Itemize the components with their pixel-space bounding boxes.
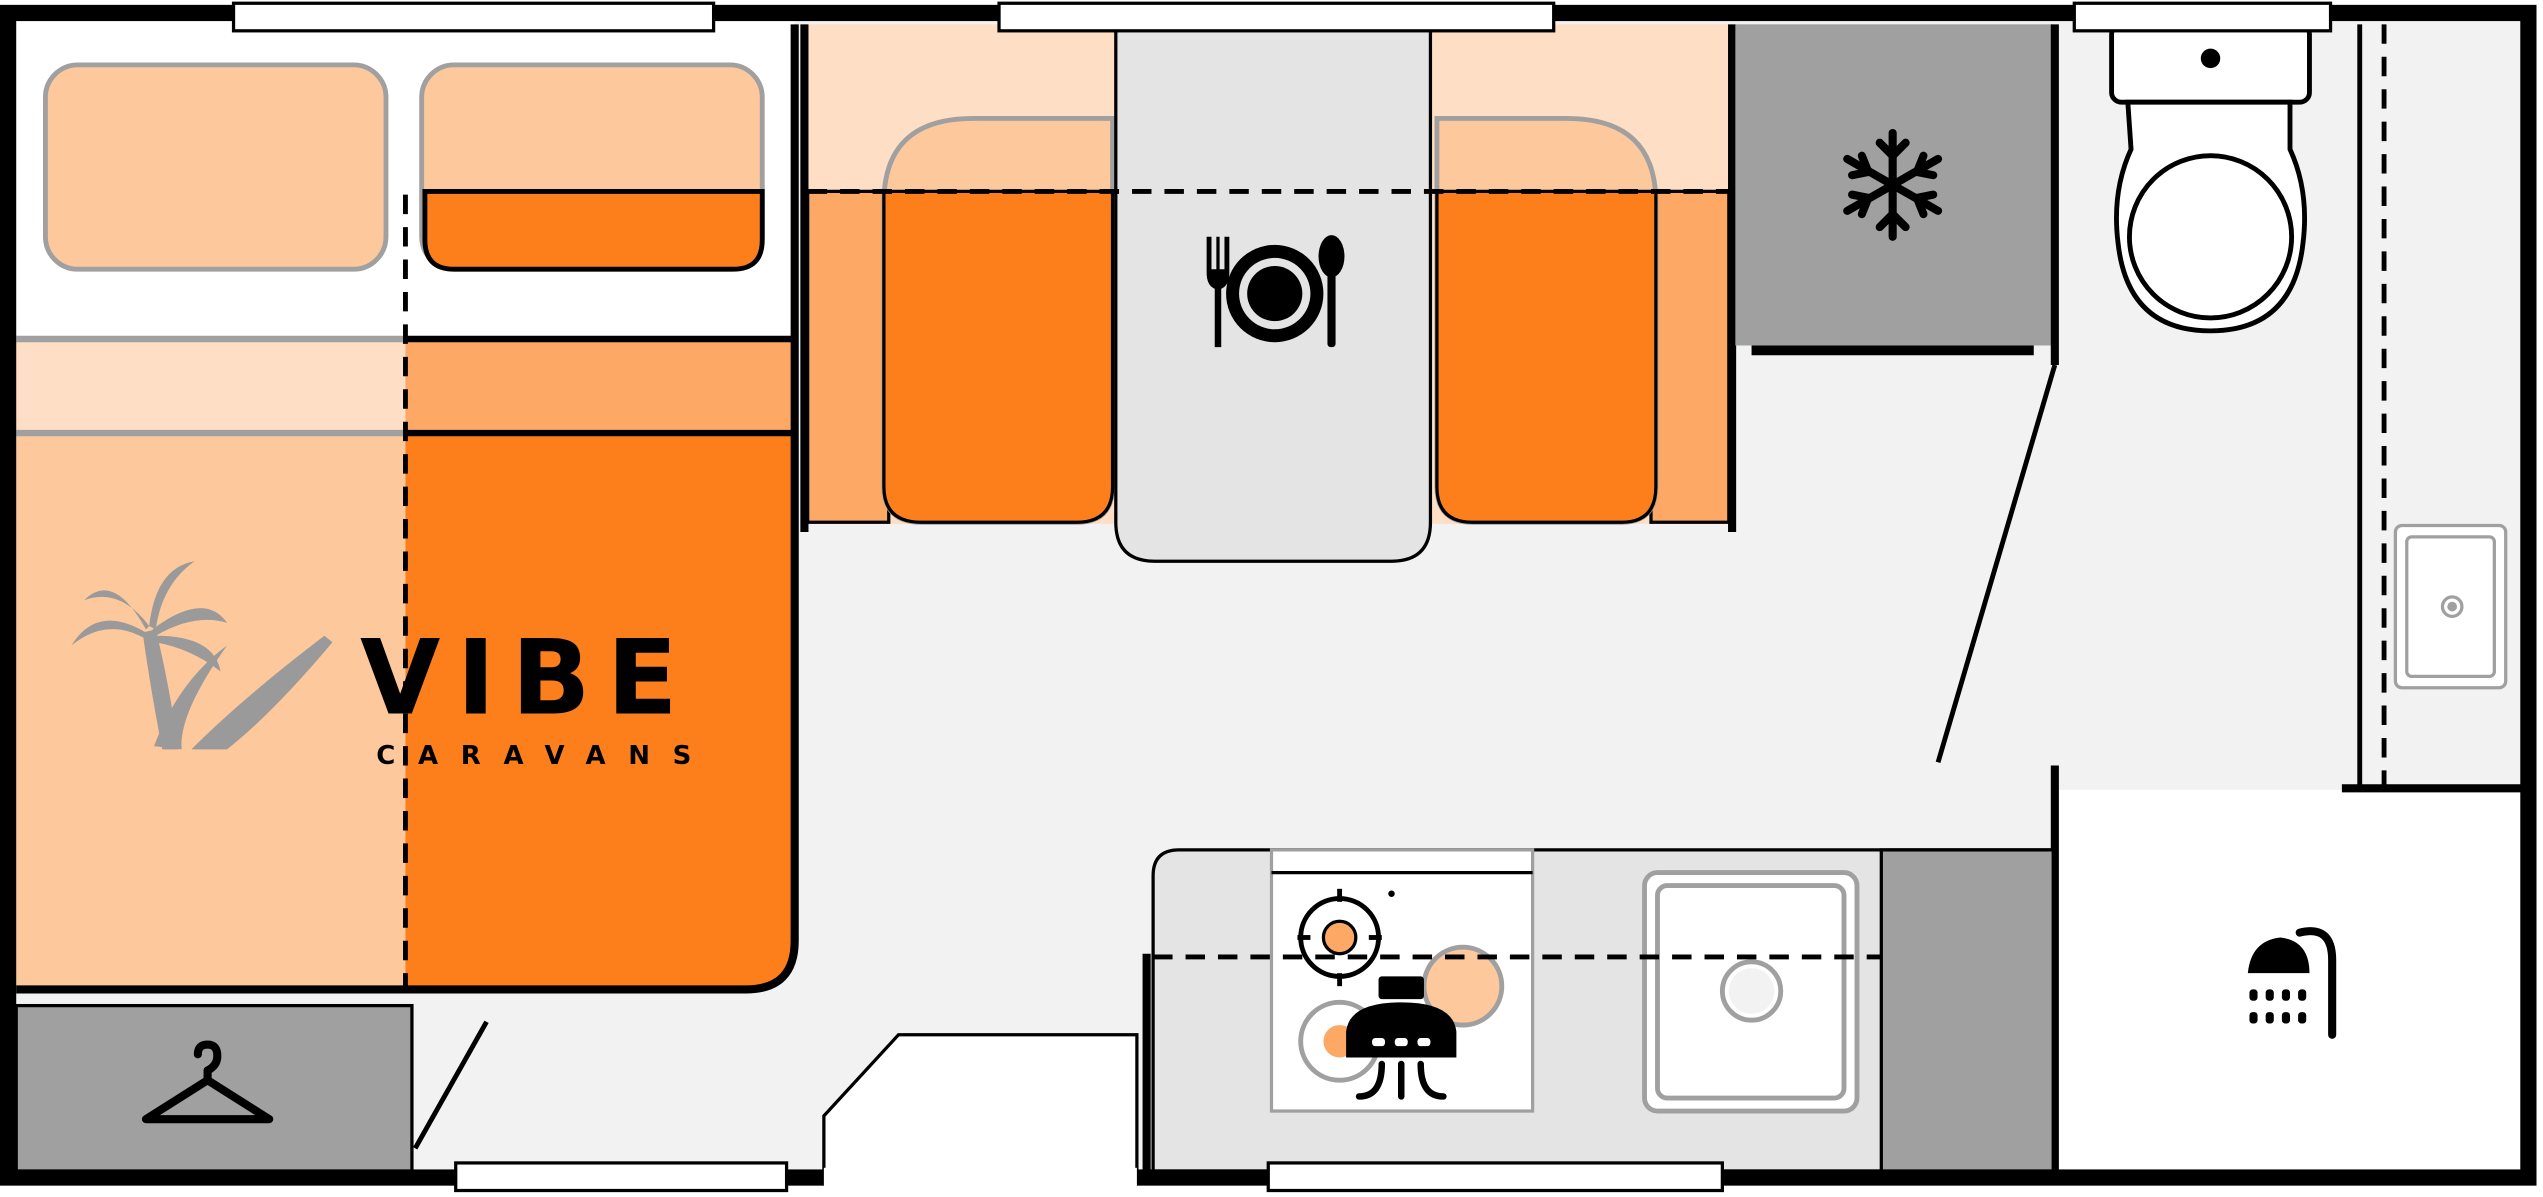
bed-top-band-left [16,338,406,434]
basin-drain [2440,595,2464,618]
kitchen [1142,848,2055,1173]
fridge[interactable] [1735,24,2054,356]
window-top-2 [997,1,1556,33]
window-top-3 [2072,1,2333,33]
dinette-seat-right-back [1649,189,1731,524]
palm-tree-road-icon [71,561,333,750]
window-bottom-2 [1266,1161,1724,1193]
shower-icon [2247,927,2337,1039]
brand-tagline: CARAVANS [376,741,714,771]
brand-name: VIBE [360,619,694,739]
entry-door-opening[interactable] [823,1167,1137,1188]
pillow-left [42,62,389,272]
toilet[interactable] [2109,21,2312,334]
window-top-1 [231,1,716,33]
wardrobe[interactable] [14,1003,414,1173]
dinette-seat-left-cushion [882,189,1115,524]
window-bottom-1 [454,1161,789,1193]
ensuite-door [1935,364,2058,764]
shower-floor [2056,789,2527,1172]
cooktop-rangehood-icon [1297,888,1505,1100]
basin[interactable] [2393,523,2508,690]
basin-drain-center [2447,601,2458,612]
bed-top-band-right [405,338,795,434]
bed-mattress [405,433,795,990]
bedroom-door [413,1020,489,1150]
dinette-seat-right-cushion [1435,189,1658,524]
hanger-icon [141,1040,274,1124]
brand-logo: VIBE CARAVANS [71,561,714,771]
snowflake-icon [1843,128,1943,241]
bedroom [16,19,799,994]
plate-cutlery-icon [1206,235,1345,348]
toilet-flush [2200,48,2221,69]
pillow-right-overhead [422,188,765,272]
dinette [800,22,1737,563]
dinette-seat-left-back [806,189,891,524]
kitchen-pantry [1879,848,2055,1173]
shower[interactable] [2050,765,2531,1176]
kitchen-sink[interactable] [1642,870,1860,1114]
toilet-bowl [2127,153,2295,321]
sink-drain-inner [1728,968,1775,1014]
bed-outline [16,24,799,994]
ensuite [1935,21,2527,790]
